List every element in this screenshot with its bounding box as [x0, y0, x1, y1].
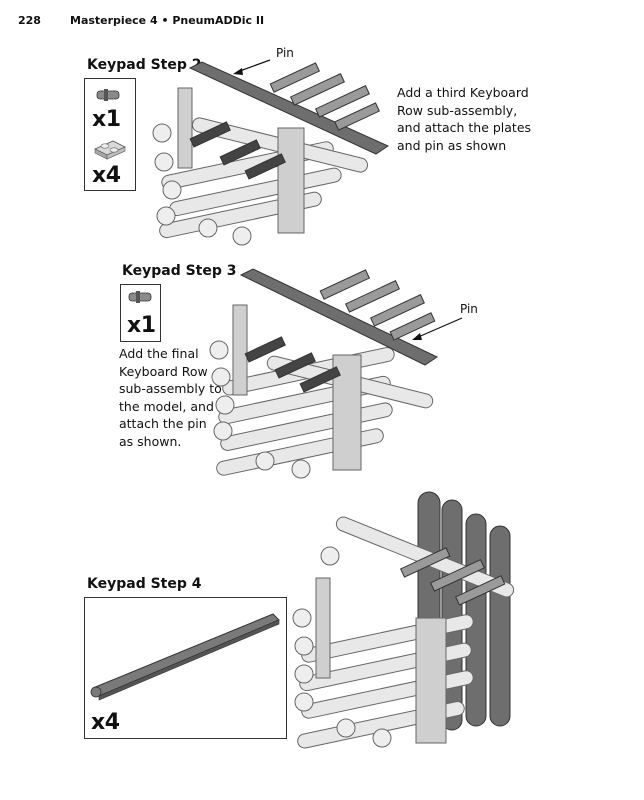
- step4-parts-box: x4: [84, 597, 287, 739]
- step2-pin-callout: Pin: [276, 46, 294, 60]
- step3-line: as shown.: [119, 433, 182, 449]
- step3-pin-callout: Pin: [460, 302, 478, 316]
- step2-instructions: Add a third Keyboard Row sub-assembly, a…: [397, 84, 531, 154]
- step2-qty-pin: x1: [92, 107, 121, 132]
- pin-part-icon: [96, 89, 120, 101]
- step2-line: Add a third Keyboard: [397, 85, 529, 100]
- plate-part-icon: [94, 140, 126, 160]
- step3-parts-box: x1: [120, 284, 161, 342]
- step3-title: Keypad Step 3: [122, 263, 237, 279]
- running-header-title: Masterpiece 4 • PneumADDic II: [70, 14, 265, 27]
- step2-parts-illustration: [94, 89, 126, 160]
- step4-title: Keypad Step 4: [87, 576, 202, 592]
- step4-qty-beam: x4: [91, 710, 120, 735]
- step2-line: and attach the plates: [397, 120, 532, 135]
- step2-line: and pin as shown: [397, 137, 507, 153]
- step3-line: sub-assembly to: [119, 381, 222, 396]
- step3-instructions: Add the final Keyboard Row sub-assembly …: [119, 345, 222, 450]
- step3-line: Add the final: [119, 346, 199, 361]
- step4-parts-illustration: [90, 613, 280, 701]
- step2-line: Row sub-assembly,: [397, 102, 518, 118]
- page-number: 228: [18, 14, 41, 27]
- step2-assembly-illustration: [152, 61, 390, 246]
- long-beam-part-icon: [90, 613, 280, 701]
- step3-parts-illustration: [128, 291, 152, 303]
- step3-line: Keyboard Row: [119, 363, 208, 379]
- step2-title: Keypad Step 2: [87, 57, 202, 73]
- step3-assembly-illustration: [209, 268, 439, 479]
- step3-line: the model, and: [119, 398, 214, 414]
- step2-qty-plate: x4: [92, 163, 121, 188]
- step3-qty-pin: x1: [127, 313, 156, 338]
- step3-line: attach the pin: [119, 416, 207, 431]
- step2-parts-box: x1 x4: [84, 78, 136, 191]
- step4-assembly-illustration: [292, 491, 515, 749]
- pin-part-icon: [128, 291, 152, 303]
